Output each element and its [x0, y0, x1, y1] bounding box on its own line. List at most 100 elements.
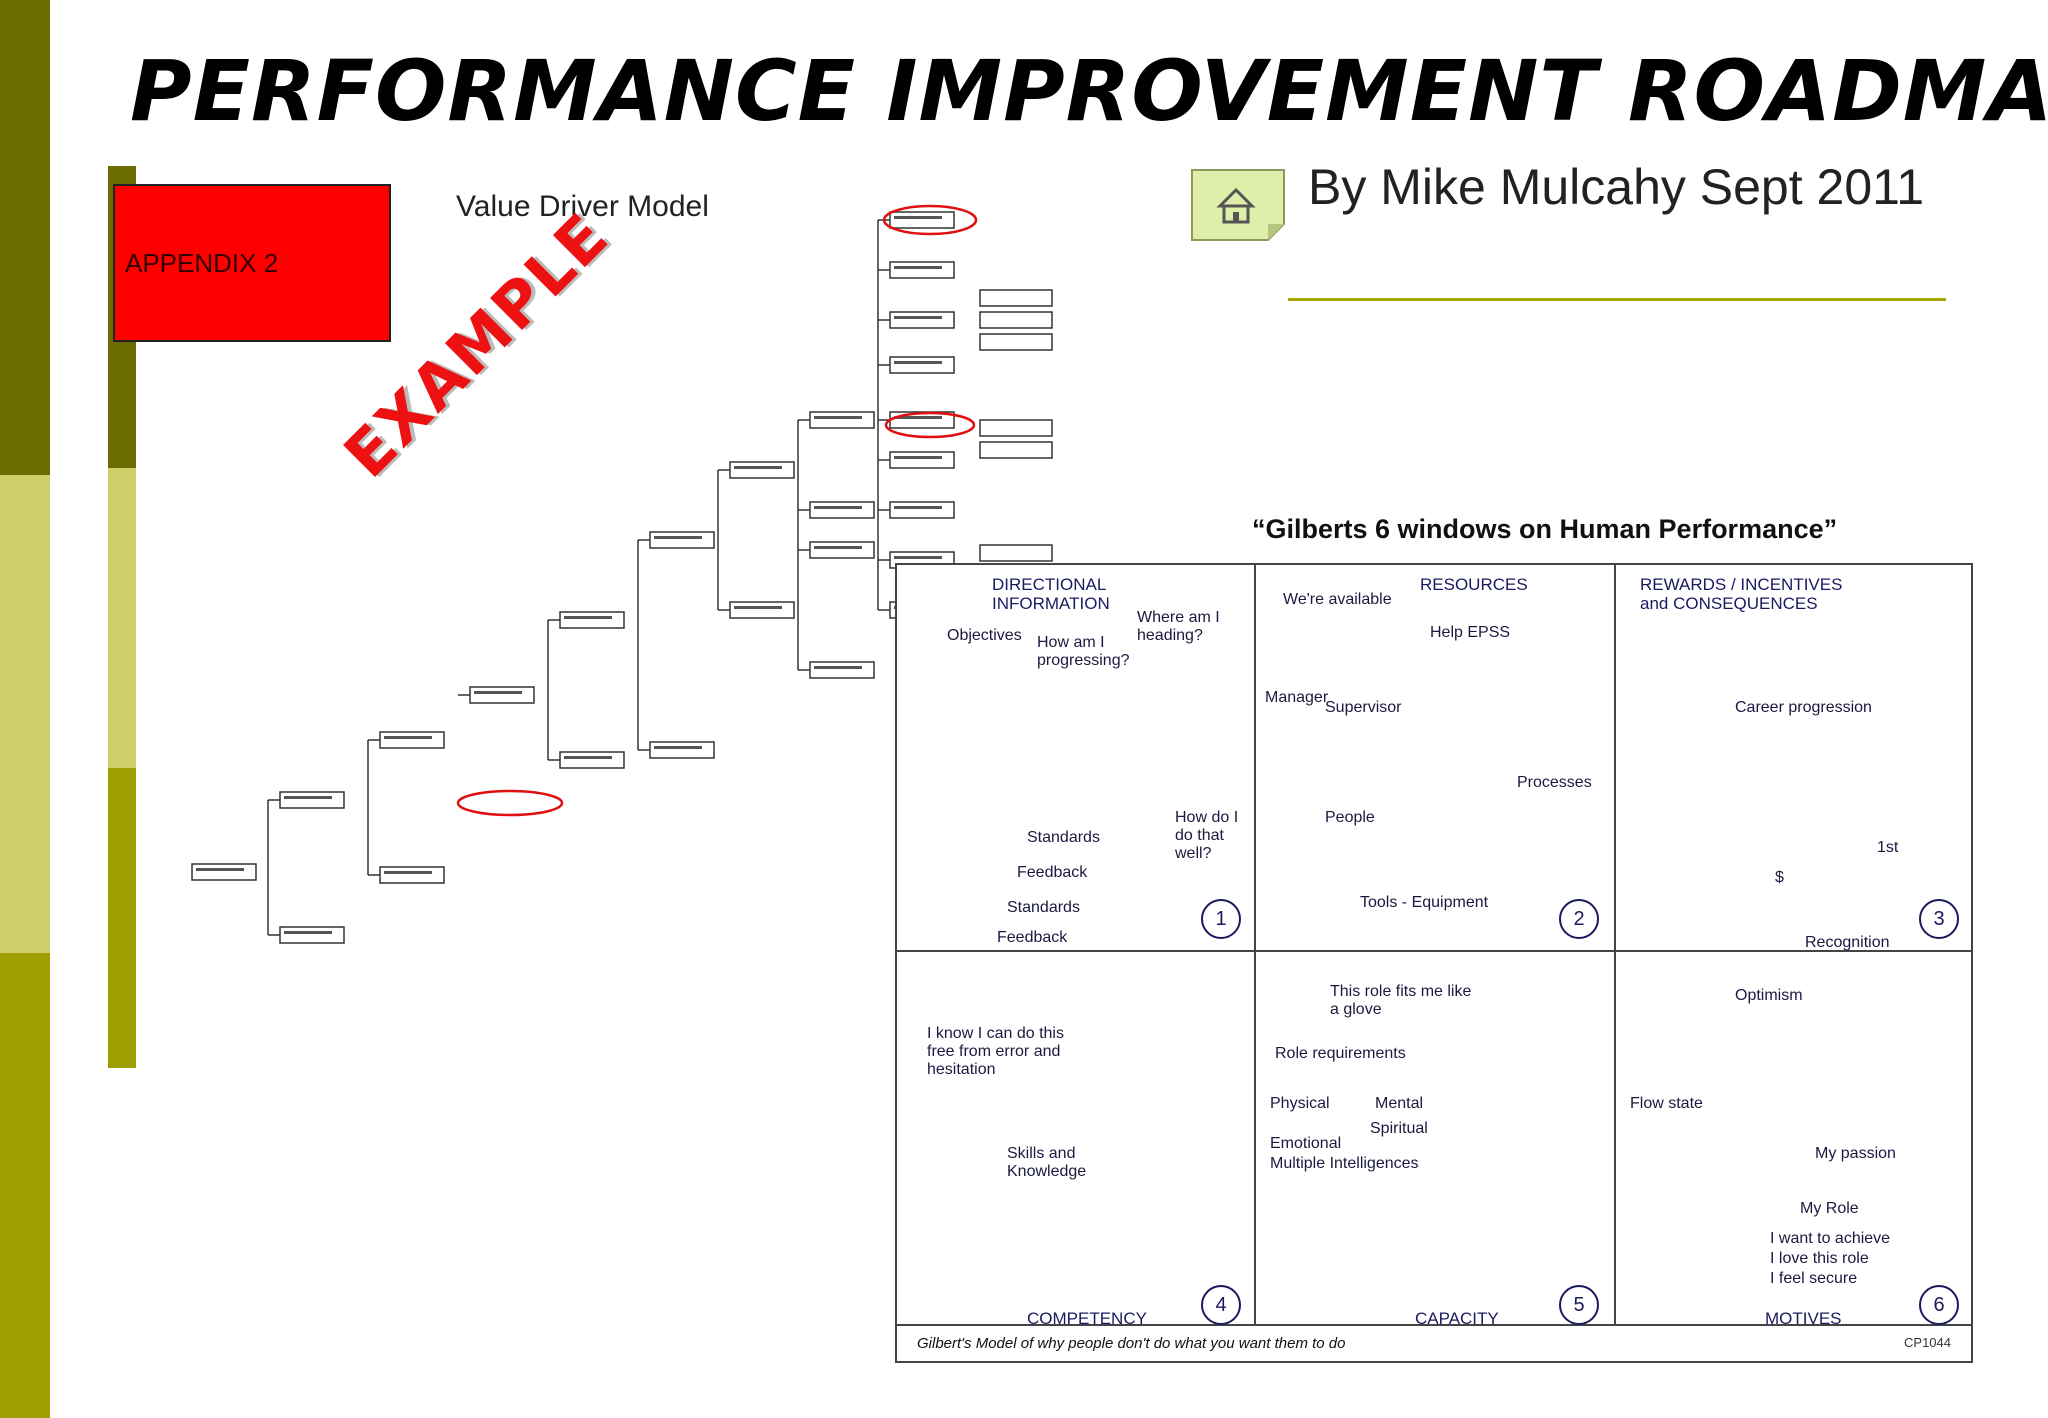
- tree-node: [979, 311, 1053, 329]
- tree-node: [809, 501, 875, 519]
- gilbert-window-title: RESOURCES: [1420, 575, 1528, 594]
- value-driver-model-title: Value Driver Model: [456, 190, 709, 223]
- gilbert-window-label: My passion: [1815, 1145, 1896, 1162]
- tree-node-text: [894, 216, 942, 219]
- gilbert-window-number: 5: [1559, 1285, 1599, 1325]
- appendix-label-box: APPENDIX 2: [113, 184, 391, 342]
- tree-node: [889, 356, 955, 374]
- gilbert-window-label: Objectives: [947, 627, 1022, 644]
- gilbert-window-label: I know I can do this free from error and…: [927, 1025, 1064, 1078]
- gilbert-window-title: MOTIVES: [1765, 1309, 1842, 1328]
- gilbert-window-label: Standards: [1007, 899, 1080, 916]
- gilbert-window-title: REWARDS / INCENTIVES and CONSEQUENCES: [1640, 575, 1843, 613]
- tree-node: [889, 451, 955, 469]
- gilbert-window-label: We're available: [1283, 591, 1392, 608]
- tree-node: [809, 411, 875, 429]
- gilbert-window-label: I want to achieve: [1770, 1230, 1891, 1247]
- tree-node: [729, 601, 795, 619]
- gilbert-grid: [897, 565, 1971, 1326]
- tree-node: [809, 661, 875, 679]
- home-icon[interactable]: [1190, 166, 1286, 242]
- gilbert-window-label: Career progression: [1735, 699, 1872, 716]
- gilbert-window-label: Physical: [1270, 1095, 1330, 1112]
- tree-node: [559, 751, 625, 769]
- tree-node: [889, 211, 955, 229]
- gilbert-window-label: $: [1775, 869, 1784, 886]
- gilbert-window-label: My Role: [1800, 1200, 1859, 1217]
- tree-node-text: [894, 506, 942, 509]
- tree-node: [979, 289, 1053, 307]
- tree-node-text: [734, 466, 782, 469]
- gilbert-window-label: 1st: [1877, 839, 1899, 856]
- tree-node-text: [564, 756, 612, 759]
- tree-node-text: [814, 666, 862, 669]
- tree-node-text: [284, 931, 332, 934]
- tree-node-text: [894, 266, 942, 269]
- author-byline: By Mike Mulcahy Sept 2011: [1308, 159, 1925, 215]
- gilbert-window-label: Feedback: [1017, 864, 1088, 881]
- tree-node: [979, 419, 1053, 437]
- gilbert-window-title: COMPETENCY: [1027, 1309, 1147, 1328]
- gilbert-window-label: Processes: [1517, 774, 1592, 791]
- gilbert-window-label: Role requirements: [1275, 1045, 1406, 1062]
- tree-node: [979, 333, 1053, 351]
- tree-node-text: [894, 416, 942, 419]
- gilbert-code: CP1044: [1904, 1335, 1951, 1350]
- gilbert-window-label: Spiritual: [1370, 1120, 1428, 1137]
- gilbert-window-label: Manager: [1265, 689, 1329, 706]
- gilbert-window-4: COMPETENCY I know I can do this free from…: [897, 951, 1255, 1337]
- tree-node: [889, 501, 955, 519]
- tree-node-text: [654, 746, 702, 749]
- tree-node-text: [284, 796, 332, 799]
- gilbert-window-label: How do I do that well?: [1175, 809, 1239, 862]
- tree-highlight-ellipse: [884, 411, 976, 439]
- gilbert-window-label: Emotional: [1270, 1135, 1342, 1152]
- gilbert-window-title: DIRECTIONAL INFORMATION: [992, 575, 1110, 613]
- gilbert-window-title: CAPACITY: [1415, 1309, 1499, 1328]
- tree-node: [191, 863, 257, 881]
- gilbert-window-label: Help EPSS: [1430, 624, 1511, 641]
- gilbert-window-label: Supervisor: [1325, 699, 1402, 716]
- gilbert-window-number: 3: [1919, 899, 1959, 939]
- byline-divider: [1288, 298, 1946, 301]
- gilbert-window-number: 2: [1559, 899, 1599, 939]
- gilbert-window-label: How am I progressing?: [1037, 634, 1130, 669]
- gilbert-window-label: Tools - Equipment: [1360, 894, 1489, 911]
- gilbert-caption: Gilbert's Model of why people don't do w…: [917, 1335, 1346, 1352]
- gilbert-window-1: DIRECTIONAL INFORMATION Objectives How am …: [897, 565, 1255, 951]
- tree-node: [279, 791, 345, 809]
- gilbert-window-number: 1: [1201, 899, 1241, 939]
- tree-node: [809, 541, 875, 559]
- gilbert-window-label: Where am I heading?: [1137, 609, 1220, 644]
- gilbert-window-label: People: [1325, 809, 1375, 826]
- tree-node-text: [654, 536, 702, 539]
- gilbert-window-label: Multiple Intelligences: [1270, 1155, 1419, 1172]
- tree-node: [889, 261, 955, 279]
- gilbert-window-3: REWARDS / INCENTIVES and CONSEQUENCES Car…: [1615, 565, 1973, 951]
- gilbert-window-number: 4: [1201, 1285, 1241, 1325]
- gilbert-window-label: Optimism: [1735, 987, 1803, 1004]
- tree-node-text: [814, 506, 862, 509]
- gilbert-window-label: I love this role: [1770, 1250, 1869, 1267]
- slide-title: PERFORMANCE IMPROVEMENT ROADMAP: [130, 42, 2048, 140]
- gilbert-window-label: Standards: [1027, 829, 1100, 846]
- tree-node-text: [894, 316, 942, 319]
- tree-node-text: [474, 691, 522, 694]
- tree-node-text: [894, 456, 942, 459]
- appendix-label: APPENDIX 2: [125, 248, 279, 278]
- left-accent-strip: [0, 0, 50, 1418]
- tree-highlight-ellipse: [456, 789, 564, 817]
- tree-node: [979, 544, 1053, 562]
- tree-node-text: [814, 416, 862, 419]
- tree-node-text: [384, 871, 432, 874]
- tree-node-text: [894, 361, 942, 364]
- tree-node: [729, 461, 795, 479]
- tree-node: [469, 686, 535, 704]
- gilbert-window-label: I feel secure: [1770, 1270, 1858, 1287]
- gilbert-window-label: Feedback: [997, 929, 1068, 946]
- tree-node-text: [734, 606, 782, 609]
- tree-highlight-ellipse: [882, 204, 978, 236]
